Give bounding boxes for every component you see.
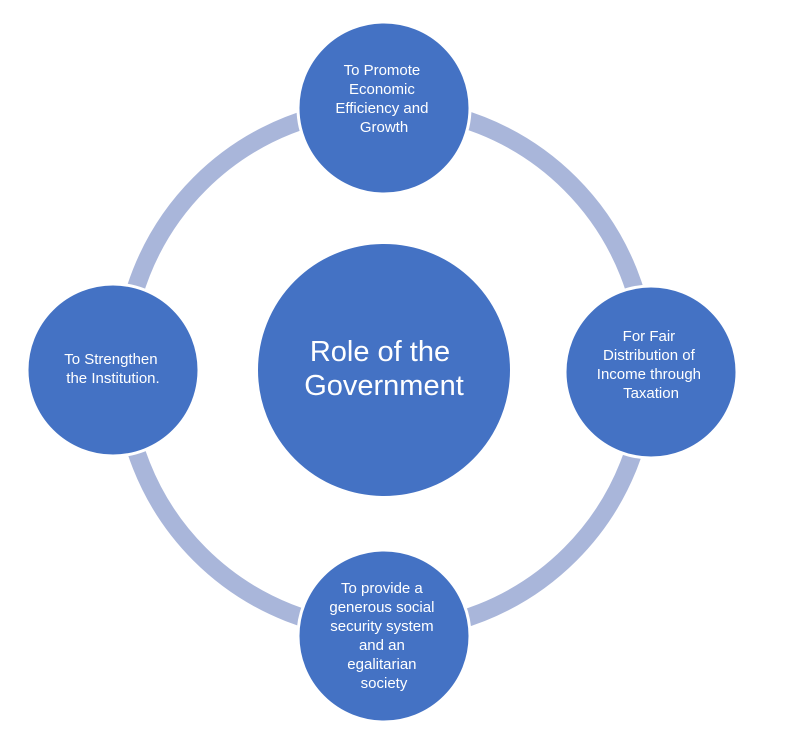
bottom-node-line-5: egalitarian	[347, 656, 416, 673]
center-node: Role of the Government	[256, 242, 512, 498]
left-node-line-2: the Institution.	[66, 370, 159, 387]
center-node-line-2: Government	[304, 370, 464, 402]
top-node-circle	[296, 20, 472, 196]
top-node-economic-efficiency: To Promote Economic Efficiency and Growt…	[296, 20, 472, 196]
svg-text:To Strengthen the Instit: To Strengthen the Institution.	[64, 351, 162, 387]
right-node-circle	[563, 284, 739, 460]
bottom-node-line-6: society	[361, 675, 408, 692]
bottom-node-social-security: To provide a generous social security sy…	[296, 548, 472, 724]
left-node-line-1: To Strengthen	[64, 351, 157, 368]
right-node-line-4: Taxation	[623, 385, 679, 402]
left-node-circle	[25, 282, 201, 458]
svg-text:To provide a generous so: To provide a generous social security sy…	[329, 580, 438, 692]
right-node-line-1: For Fair	[623, 328, 676, 345]
svg-text:For Fair Distribution of: For Fair Distribution of Income through …	[597, 328, 705, 402]
bottom-node-line-2: generous social	[329, 599, 434, 616]
right-node-line-2: Distribution of	[603, 347, 696, 364]
top-node-line-4: Growth	[360, 119, 408, 136]
svg-text:To Promote Economic: To Promote Economic Efficiency and Growt…	[335, 62, 432, 136]
left-node-strengthen-institution: To Strengthen the Institution.	[25, 282, 201, 458]
top-node-line-2: Economic	[349, 81, 415, 98]
svg-text:Role of the Government: Role of the Government	[304, 336, 464, 402]
right-node-line-3: Income through	[597, 366, 701, 383]
bottom-node-circle	[296, 548, 472, 724]
right-node-fair-distribution: For Fair Distribution of Income through …	[563, 284, 739, 460]
top-node-line-1: To Promote	[344, 62, 421, 79]
center-node-line-1: Role of the	[310, 336, 450, 368]
bottom-node-line-4: and an	[359, 637, 405, 654]
bottom-node-line-1: To provide a	[341, 580, 423, 597]
center-node-circle	[256, 242, 512, 498]
top-node-line-3: Efficiency and	[335, 100, 428, 117]
bottom-node-line-3: security system	[330, 618, 433, 635]
